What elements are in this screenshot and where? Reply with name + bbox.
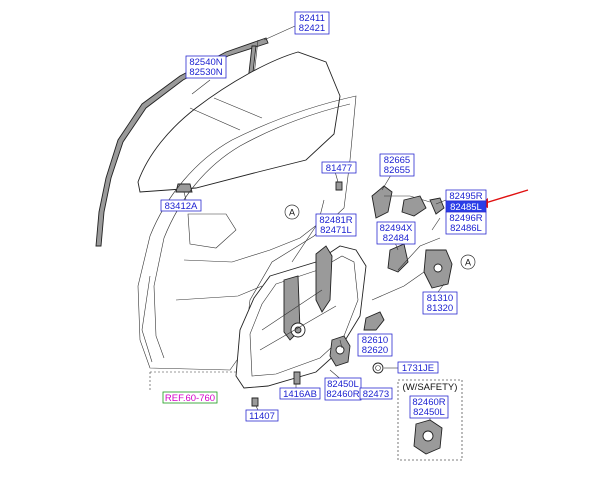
svg-text:82481R: 82481R — [319, 215, 352, 226]
label-bracket-82473[interactable]: 82473 — [359, 387, 393, 400]
door-glass — [137, 51, 341, 193]
label-safety-title: (W/SAFETY) — [403, 382, 458, 393]
label-motor-82610[interactable]: 82610 82620 — [357, 333, 393, 357]
svg-text:82494X: 82494X — [380, 223, 413, 234]
svg-text:82411: 82411 — [299, 13, 325, 24]
label-bolt-11407[interactable]: 11407 — [245, 409, 279, 422]
svg-text:82620: 82620 — [362, 345, 388, 356]
svg-text:11407: 11407 — [249, 411, 275, 422]
label-glass-run[interactable]: 82411 82421 — [294, 11, 330, 35]
door-latch — [423, 249, 453, 289]
svg-text:A: A — [465, 258, 471, 268]
svg-text:82450L: 82450L — [327, 379, 359, 390]
ref-circle-a-left: A — [284, 204, 300, 220]
ref-circle-a-right: A — [460, 254, 476, 270]
label-rod-82665[interactable]: 82665 82655 — [379, 153, 415, 177]
svg-text:82485L: 82485L — [450, 202, 482, 213]
grommet — [372, 362, 384, 374]
regulator-motor — [329, 335, 351, 367]
label-screw-1416ab[interactable]: 1416AB — [279, 387, 321, 400]
label-door-glass[interactable]: 82540N 82530N — [185, 55, 227, 79]
inside-handle — [363, 311, 385, 331]
label-rod-82494[interactable]: 82494X 82484 — [376, 221, 416, 245]
glass-clip — [175, 183, 193, 193]
svg-text:REF.60-760: REF.60-760 — [165, 393, 215, 404]
label-ref-60-760[interactable]: REF.60-760 — [162, 391, 218, 404]
label-bolt-81477[interactable]: 81477 — [321, 161, 357, 174]
svg-text:82450L: 82450L — [413, 407, 445, 418]
label-safety-regulator[interactable]: 82460R 82450L — [409, 395, 449, 419]
svg-text:82484: 82484 — [383, 233, 409, 244]
svg-text:82610: 82610 — [362, 335, 388, 346]
svg-text:82495R: 82495R — [449, 191, 482, 202]
svg-text:82496R: 82496R — [449, 213, 482, 224]
label-glass-clip[interactable]: 83412A — [160, 199, 202, 212]
svg-text:82471L: 82471L — [320, 225, 352, 236]
svg-text:82530N: 82530N — [189, 67, 222, 78]
svg-text:(W/SAFETY): (W/SAFETY) — [403, 382, 458, 393]
svg-text:A: A — [289, 208, 295, 218]
label-cable-82481[interactable]: 82481R 82471L — [315, 213, 357, 237]
svg-text:1416AB: 1416AB — [283, 389, 317, 400]
svg-text:82473: 82473 — [363, 389, 389, 400]
svg-text:82460R: 82460R — [412, 397, 445, 408]
label-latch-rod-82485-highlighted[interactable]: 82485L — [445, 200, 487, 213]
svg-text:81310: 81310 — [427, 293, 453, 304]
svg-text:1731JE: 1731JE — [402, 363, 434, 374]
svg-text:82421: 82421 — [299, 23, 325, 34]
label-grommet-1731je[interactable]: 1731JE — [397, 361, 439, 374]
label-latch-81310[interactable]: 81310 81320 — [422, 291, 458, 315]
label-regulator-82450[interactable]: 82450L 82460R — [324, 377, 362, 401]
svg-text:83412A: 83412A — [165, 201, 198, 212]
svg-text:82655: 82655 — [384, 165, 410, 176]
svg-text:81320: 81320 — [427, 303, 453, 314]
label-latch-rod-82495[interactable]: 82495R — [445, 189, 487, 202]
svg-text:82665: 82665 — [384, 155, 410, 166]
label-latch-rod-82496[interactable]: 82496R 82486L — [445, 211, 487, 235]
svg-text:82460R: 82460R — [326, 389, 359, 400]
safety-variant-box — [397, 379, 463, 461]
svg-text:82540N: 82540N — [189, 57, 222, 68]
svg-text:81477: 81477 — [326, 163, 352, 174]
window-regulator — [235, 245, 367, 389]
svg-text:82486L: 82486L — [450, 223, 482, 234]
